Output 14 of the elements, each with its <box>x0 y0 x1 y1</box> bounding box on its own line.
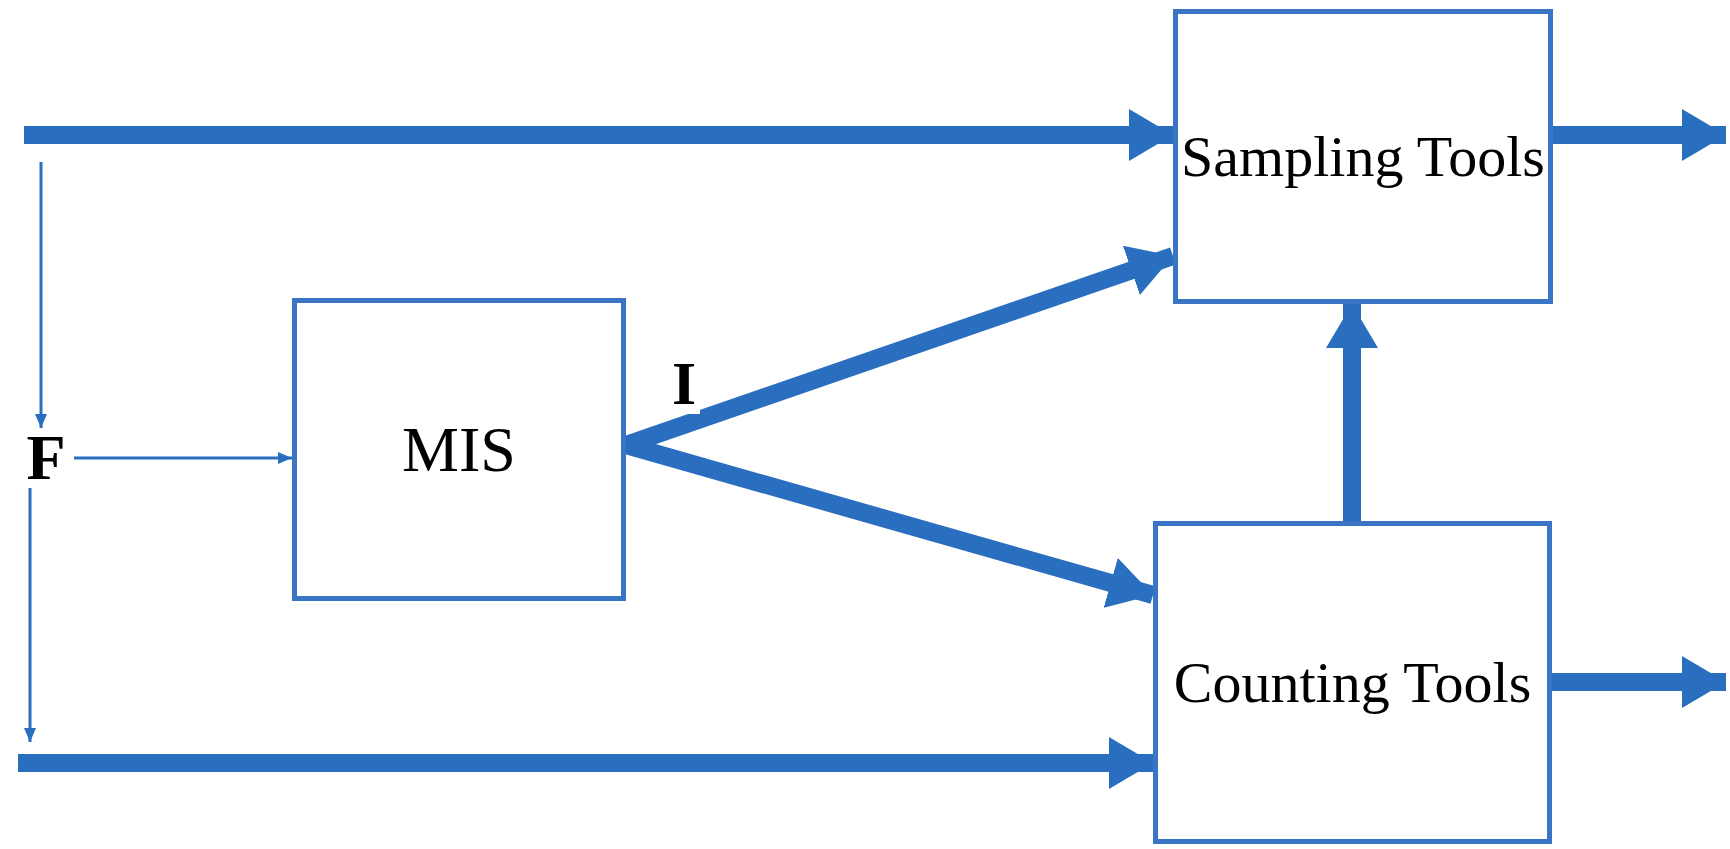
process-box <box>1153 521 1552 844</box>
arrow <box>1552 656 1726 708</box>
arrow <box>74 452 292 464</box>
box-label: Sampling Tools <box>1181 127 1545 186</box>
arrow <box>24 488 36 742</box>
arrow <box>1553 109 1726 161</box>
box-label: MIS <box>402 417 516 482</box>
arrow <box>18 737 1153 789</box>
arrow <box>1326 304 1378 521</box>
process-box <box>292 298 626 601</box>
arrow <box>24 109 1173 161</box>
process-box <box>1173 9 1553 304</box>
arrow <box>35 162 47 428</box>
box-label: Counting Tools <box>1173 653 1532 712</box>
